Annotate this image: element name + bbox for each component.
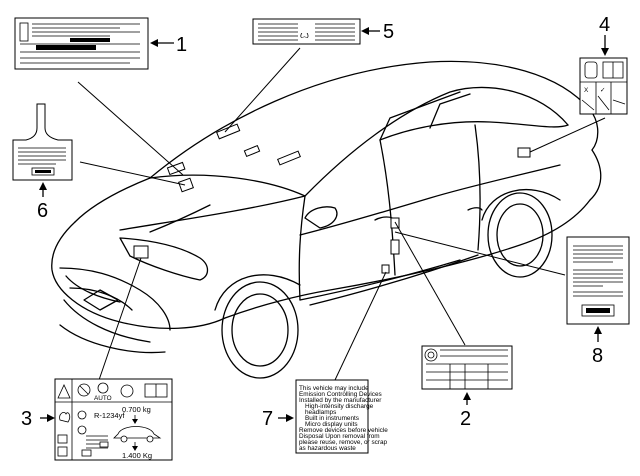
label-2 [421, 345, 513, 405]
svg-text:✓: ✓ [600, 87, 605, 94]
car-outline [51, 60, 602, 379]
label-7: This vehicle may include Emission Contro… [278, 379, 388, 454]
label-7-line: Built in instruments [305, 415, 359, 422]
label-5: Ꙍ [252, 18, 380, 45]
label-3: AUTO R-1234yf 0.700 kg 1.400 Kg [40, 378, 173, 461]
callout-2: 2 [460, 408, 471, 430]
label-7-line: Disposal Upon removal from [299, 433, 380, 440]
label-7-line: Micro display units [305, 421, 358, 428]
callout-4: 4 [599, 14, 610, 36]
svg-text:X: X [584, 87, 589, 94]
leader-lines [77, 47, 606, 381]
callout-7: 7 [262, 408, 273, 430]
label-7-line: Installed by the manufacturer [299, 397, 382, 404]
label-7-line: This vehicle may include [299, 385, 369, 392]
label-7-line: Remove devices before vehicle [299, 427, 388, 434]
callout-6: 6 [37, 200, 48, 222]
callout-1: 1 [176, 34, 187, 56]
label-7-line: as hazardous waste [299, 445, 356, 452]
svg-text:Ꙍ: Ꙍ [300, 31, 309, 40]
label-4: X ✓ [579, 35, 628, 115]
label-3-charge-amount: 1.400 Kg [122, 451, 152, 460]
label-7-line: Emission Controlling Devices [299, 391, 382, 398]
label-3-oil-amount: 0.700 kg [122, 405, 151, 414]
callout-3: 3 [21, 408, 32, 430]
label-8 [566, 236, 630, 342]
label-7-line: High-intensity discharge [305, 403, 374, 410]
car-label-markers [133, 123, 531, 274]
label-1 [14, 17, 174, 70]
label-3-refrigerant: R-1234yf [94, 411, 125, 420]
callout-5: 5 [383, 21, 394, 43]
label-3-auto: AUTO [94, 395, 112, 402]
label-7-line: headlamps [305, 409, 336, 416]
label-7-line: please reuse, remove, or scrap [299, 439, 388, 446]
label-6 [12, 103, 73, 197]
callout-8: 8 [592, 345, 603, 367]
